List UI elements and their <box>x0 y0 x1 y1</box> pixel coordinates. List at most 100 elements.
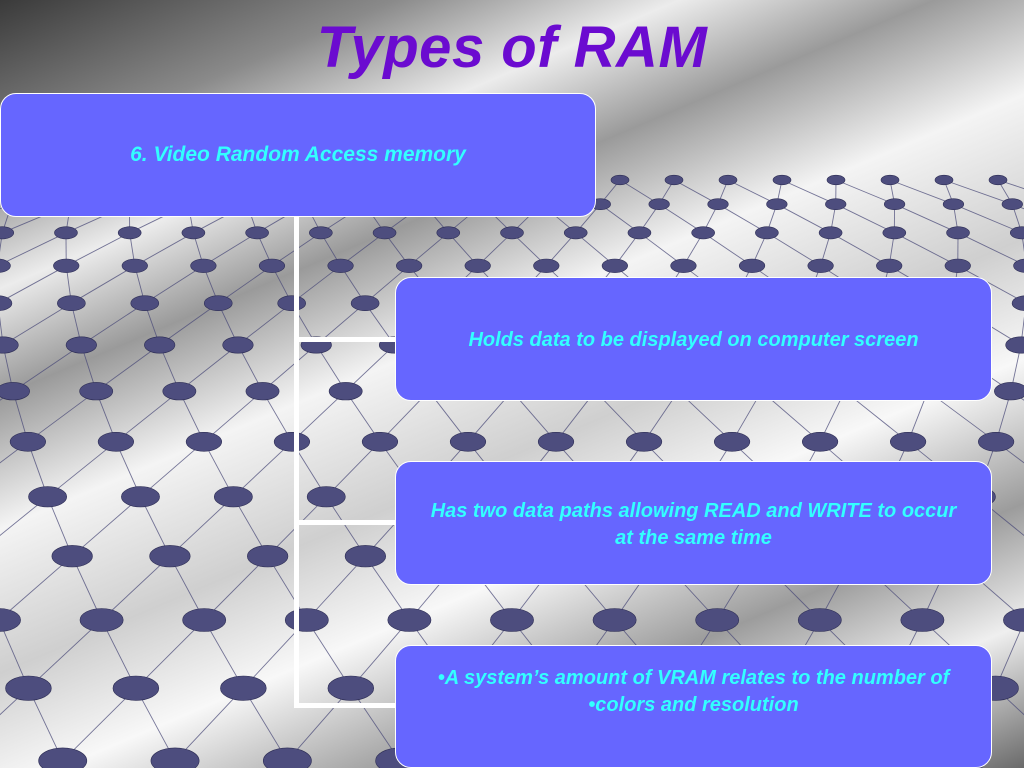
grid-dot <box>592 608 637 632</box>
grid-dot <box>766 198 788 210</box>
child-node-1-line-1: Holds data to be displayed on computer s… <box>468 329 919 351</box>
grid-dot <box>610 174 630 186</box>
grid-line <box>957 232 1024 266</box>
grid-dot <box>942 198 965 210</box>
grid-line <box>71 265 136 304</box>
grid-line <box>71 496 141 557</box>
grid-dot <box>755 226 779 240</box>
grid-dot <box>245 382 280 401</box>
child-node-2-line-1: Has two data paths allowing READ and WRI… <box>430 500 957 522</box>
grid-dot <box>883 198 906 210</box>
grid-dot <box>1013 258 1024 273</box>
grid-dot <box>117 226 142 240</box>
grid-dot <box>978 431 1015 452</box>
grid-dot <box>691 226 715 240</box>
grid-dot <box>882 226 907 240</box>
grid-line <box>217 265 273 304</box>
grid-dot <box>327 675 375 701</box>
child-node-3-line-2: •colors and resolution <box>588 694 799 716</box>
grid-dot <box>627 226 652 240</box>
grid-dot <box>213 486 253 508</box>
grid-dot <box>350 295 380 312</box>
grid-dot <box>54 226 78 240</box>
grid-dot <box>38 747 88 768</box>
grid-dot <box>222 336 254 354</box>
grid-dot <box>0 382 30 401</box>
grid-dot <box>372 226 397 240</box>
child-node-1: Holds data to be displayed on computer s… <box>395 277 992 401</box>
grid-dot <box>162 382 197 401</box>
grid-dot <box>648 198 670 210</box>
grid-line <box>179 344 239 392</box>
grid-dot <box>181 226 206 240</box>
grid-dot <box>601 258 628 273</box>
grid-line <box>1010 390 1024 401</box>
grid-line <box>0 390 14 401</box>
grid-line <box>95 344 160 392</box>
grid-line <box>62 687 137 762</box>
grid-dot <box>994 382 1024 401</box>
grid-dot <box>150 747 200 768</box>
grid-dot <box>190 258 217 273</box>
grid-dot <box>825 198 847 210</box>
grid-line <box>203 390 263 443</box>
grid-dot <box>79 382 114 401</box>
grid-line <box>28 619 102 689</box>
grid-line <box>0 555 73 620</box>
grid-dot <box>185 431 223 452</box>
grid-dot <box>262 747 312 768</box>
grid-line <box>66 232 130 267</box>
grid-dot <box>533 258 560 273</box>
grid-dot <box>889 431 927 452</box>
connector-trunk <box>294 217 299 707</box>
grid-dot <box>0 608 21 632</box>
grid-dot <box>826 174 846 186</box>
grid-dot <box>9 431 46 452</box>
child-node-2: Has two data paths allowing READ and WRI… <box>395 461 992 585</box>
grid-dot <box>490 608 534 632</box>
grid-line <box>781 179 836 205</box>
grid-line <box>47 441 117 498</box>
grid-line <box>727 179 778 205</box>
grid-line <box>0 496 48 537</box>
grid-dot <box>670 258 697 273</box>
grid-dot <box>28 486 67 508</box>
grid-dot <box>149 545 191 568</box>
grid-dot <box>130 295 160 312</box>
grid-dot <box>361 431 399 452</box>
grid-dot <box>273 431 311 452</box>
grid-line <box>889 179 954 205</box>
grid-dot <box>664 174 684 186</box>
grid-line <box>135 619 205 689</box>
connector-branch-2 <box>294 520 396 525</box>
grid-dot <box>876 258 903 273</box>
grid-dot <box>277 295 306 312</box>
grid-line <box>134 232 194 267</box>
grid-dot <box>144 336 176 354</box>
grid-dot <box>707 198 729 210</box>
grid-dot <box>65 336 97 354</box>
grid-dot <box>112 675 160 701</box>
grid-dot <box>306 486 346 508</box>
child-node-3: •A system’s amount of VRAM relates to th… <box>395 645 992 768</box>
grid-dot <box>1009 226 1024 240</box>
child-node-2-line-2: at the same time <box>615 527 772 549</box>
grid-line <box>27 390 97 443</box>
grid-dot <box>946 226 970 240</box>
grid-line <box>717 203 768 234</box>
grid-line <box>203 232 258 267</box>
connector-branch-1 <box>294 337 396 342</box>
grid-dot <box>309 226 333 240</box>
grid-dot <box>988 174 1008 186</box>
grid-line <box>894 232 958 267</box>
grid-dot <box>695 608 740 632</box>
root-node: 6. Video Random Access memory <box>0 93 596 217</box>
grid-line <box>997 179 1024 190</box>
grid-dot <box>797 608 842 632</box>
grid-dot <box>818 226 843 240</box>
grid-dot <box>1011 295 1024 311</box>
grid-dot <box>537 431 575 452</box>
grid-dot <box>247 545 289 568</box>
grid-line <box>2 302 72 346</box>
grid-dot <box>51 545 93 568</box>
